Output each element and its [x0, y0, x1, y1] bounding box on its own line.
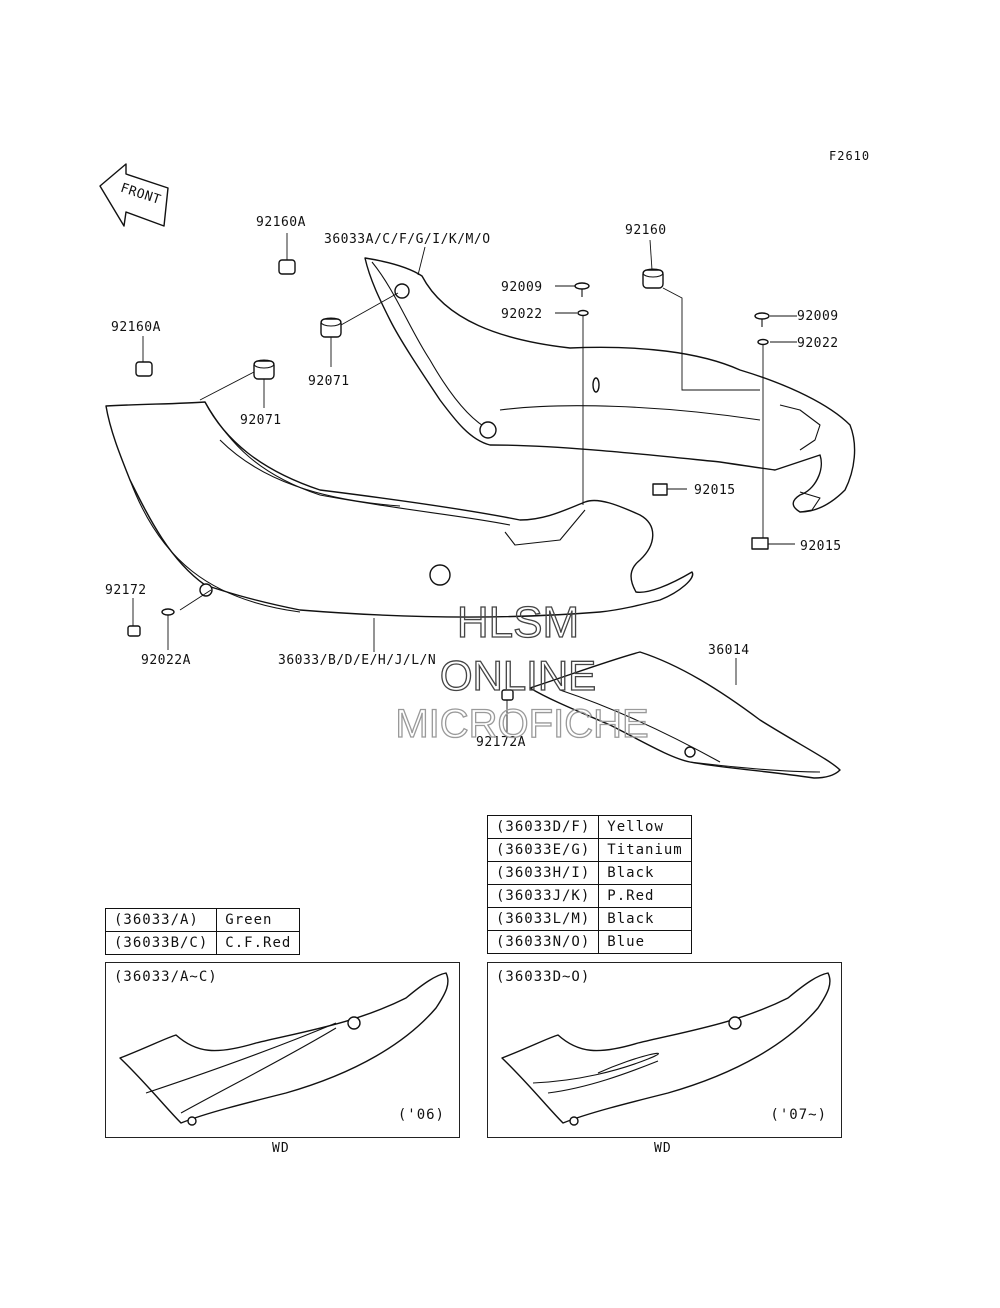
leader-lines — [132, 233, 797, 732]
color-cell: Black — [598, 861, 692, 885]
color-cell: Yellow — [598, 815, 692, 839]
code-cell: (36033D/F) — [486, 815, 600, 839]
code-cell: (36033L/M) — [486, 907, 600, 931]
label-92160A-top: 92160A — [256, 215, 306, 230]
label-92172A: 92172A — [476, 735, 526, 750]
color-cell: P.Red — [598, 884, 692, 908]
watermark-line1: HLSM — [457, 598, 579, 647]
washer-92022A-icon — [161, 608, 175, 616]
grommet-92160A-left-icon — [135, 361, 153, 377]
label-92071-a: 92071 — [308, 374, 350, 389]
table-row: (36033B/C)C.F.Red — [104, 931, 301, 955]
inset-left-year: ('06) — [397, 1107, 445, 1123]
front-arrow-icon: FRONT — [99, 163, 169, 227]
color-cell: Green — [216, 908, 301, 932]
label-92015-b: 92015 — [800, 539, 842, 554]
label-92022-a: 92022 — [501, 307, 543, 322]
code-cell: (36033/A) — [104, 908, 218, 932]
inset-right-caption: WD — [654, 1141, 672, 1156]
inset-left-title: (36033/A~C) — [114, 969, 218, 985]
inset-right-year: ('07~) — [770, 1107, 827, 1123]
washer-92022-a-icon — [577, 309, 589, 317]
watermark-line3: MICROFICHE — [395, 702, 648, 746]
watermark: HLSM ONLINE MICROFICHE — [395, 597, 650, 746]
upper-side-cover — [364, 257, 856, 513]
color-cell: Titanium — [598, 838, 692, 862]
label-36014: 36014 — [708, 643, 750, 658]
label-92160: 92160 — [625, 223, 667, 238]
label-92071-b: 92071 — [240, 413, 282, 428]
label-92022A: 92022A — [141, 653, 191, 668]
grommet-92160-icon — [642, 268, 664, 289]
table-row: (36033/A)Green — [104, 908, 301, 932]
color-table-right: (36033D/F)Yellow (36033E/G)Titanium (360… — [486, 815, 692, 954]
clip-92015-b-icon — [751, 537, 769, 550]
table-row: (36033E/G)Titanium — [486, 838, 692, 862]
color-cell: Black — [598, 907, 692, 931]
label-92022-b: 92022 — [797, 336, 839, 351]
inset-right-cover-drawing — [501, 972, 831, 1126]
color-cell: Blue — [598, 930, 692, 954]
table-row: (36033L/M)Black — [486, 907, 692, 931]
inset-left: (36033/A~C) ('06) — [105, 962, 460, 1138]
grommet-92071-b-icon — [253, 359, 275, 380]
code-cell: (36033E/G) — [486, 838, 600, 862]
inset-right: (36033D~O) ('07~) — [487, 962, 842, 1138]
label-92009-a: 92009 — [501, 280, 543, 295]
clip-92015-a-icon — [652, 483, 668, 496]
label-36033-lower: 36033/B/D/E/H/J/L/N — [278, 653, 436, 668]
inset-left-cover-drawing — [119, 972, 449, 1126]
lower-side-cover — [105, 401, 694, 618]
washer-92022-b-icon — [757, 338, 769, 346]
inset-left-caption: WD — [272, 1141, 290, 1156]
table-row: (36033H/I)Black — [486, 861, 692, 885]
grommet-92071-a-icon — [320, 317, 342, 338]
label-92172: 92172 — [105, 583, 147, 598]
label-36033-upper: 36033A/C/F/G/I/K/M/O — [324, 232, 491, 247]
screw-92009-b-icon — [754, 312, 770, 327]
screw-92009-a-icon — [574, 282, 590, 297]
bolt-92172-icon — [127, 625, 141, 637]
bolt-92172A-icon — [501, 689, 514, 701]
watermark-line2: ONLINE — [440, 652, 596, 699]
code-cell: (36033H/I) — [486, 861, 600, 885]
table-row: (36033N/O)Blue — [486, 930, 692, 954]
table-row: (36033D/F)Yellow — [486, 815, 692, 839]
label-92160A-left: 92160A — [111, 320, 161, 335]
grommet-92160A-top-icon — [278, 259, 296, 275]
label-92009-b: 92009 — [797, 309, 839, 324]
table-row: (36033J/K)P.Red — [486, 884, 692, 908]
code-cell: (36033B/C) — [104, 931, 218, 955]
inset-right-title: (36033D~O) — [496, 969, 591, 985]
label-92015-a: 92015 — [694, 483, 736, 498]
code-cell: (36033N/O) — [486, 930, 600, 954]
code-cell: (36033J/K) — [486, 884, 600, 908]
figure-code: F2610 — [829, 149, 871, 163]
tail-cover-36014 — [529, 651, 841, 779]
color-cell: C.F.Red — [216, 931, 301, 955]
color-table-left: (36033/A)Green (36033B/C)C.F.Red — [104, 908, 301, 955]
